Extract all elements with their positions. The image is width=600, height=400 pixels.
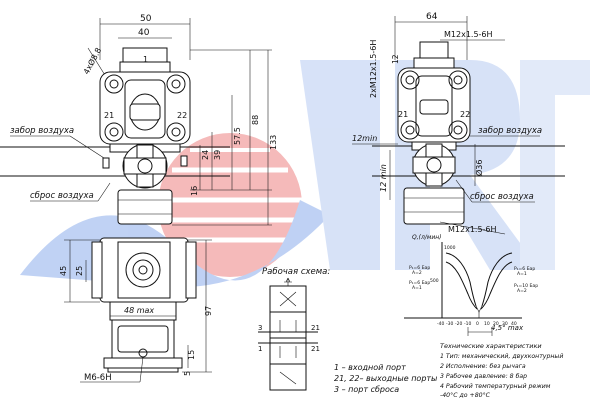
dim-24: 24 [201,150,210,160]
graph-left-label-4: A=1 [412,285,422,291]
front-port-21: 21 [104,111,114,120]
side-port-21: 21 [398,110,408,119]
graph-left-label-2: A=2 [412,270,422,276]
dim-50: 50 [140,14,152,24]
port-legend: 1 – входной порт 21, 22– выходные порты … [334,363,437,394]
schema-port-21b: 21 [311,345,320,353]
graph-curve-left-1 [445,252,477,307]
valve-bottom-fitting [117,189,173,225]
graph-x-tick: -40 [437,321,444,327]
graph-curve-right-1 [481,252,513,307]
dim-m6: M6-6H [84,373,112,383]
graph-x-tick: 0 [476,321,479,327]
graph-y-label: Q,(л/мин) [412,234,442,241]
side-port-22: 22 [460,110,470,119]
spec-item-4: 4 Рабочий температурный режим [440,382,551,390]
schema-port-3: 3 [258,324,262,332]
side-intake-label: забор воздуха [478,126,542,136]
dim-d36: Ø36 [474,160,484,176]
schema-title: Рабочая схема: [262,267,330,277]
dim-39: 39 [213,150,222,160]
spec-item-2: 2 Исполнение: без рычага [440,362,526,370]
front-view: 50 40 4xØ8.8 21 22 1 [0,14,278,226]
graph-right-label-2: A=1 [517,271,527,277]
side-exhaust-label: сброс воздуха [470,192,534,202]
graph-curve-left-2 [445,261,478,310]
dim-88: 88 [251,115,260,125]
dim-57-5: 57.5 [233,127,242,145]
dim-thread-bottom: M12x1.5-6H [448,225,497,234]
front-port-1: 1 [143,55,148,64]
graph-x-tick: 10 [484,321,490,327]
dim-holes: 4xØ8.8 [81,46,103,76]
side-view: 64 M12x1.5-6H 2xM12x1.5-6H 12 21 22 12mi… [352,12,565,235]
dim-thread-top: M12x1.5-6H [444,30,493,39]
dim-45: 45 [59,266,68,276]
dim-12-top: 12 [391,54,400,64]
legend-item-3: 3 – порт сброса [334,385,399,394]
front-intake-label: забор воздуха [10,126,74,136]
graph-curve-right-2 [480,261,513,310]
graph-y-tick-1000: 1000 [444,245,456,251]
dim-5: 5 [183,371,192,376]
graph-x-tick: 40 [511,321,517,327]
dim-thread-vert: 2xM12x1.5-6H [369,40,378,98]
dim-16: 16 [190,186,199,196]
dim-48max: 48 max [124,306,154,315]
graph-x-tick: -30 [446,321,453,327]
dim-133: 133 [269,135,278,150]
graph-angle-note: 4,5° max [491,324,524,332]
dim-15: 15 [187,350,196,360]
working-schema: Рабочая схема: 3 1 21 21 [258,267,330,391]
dim-64: 64 [426,12,438,22]
legend-item-1: 1 – входной порт [334,363,406,372]
graph-y-tick-500: 500 [430,278,439,284]
schema-port-21a: 21 [311,324,320,332]
schema-port-1: 1 [258,345,262,353]
graph-right-label-4: A=2 [517,288,527,294]
dim-25: 25 [75,266,84,276]
dim-40: 40 [138,28,150,38]
tech-specs: Технические характеристики 1 Тип: механи… [440,342,563,399]
flow-graph: Q,(л/мин) 1000 500 P₁=6 Бар A=2 P₁=6 Бар… [404,234,538,336]
dim-97: 97 [204,306,213,316]
graph-left-label-1: P₁=6 Бар [409,265,430,271]
graph-left-label-3: P₁=6 Бар [409,280,430,286]
side-top-cap [419,41,449,59]
graph-x-tick: 20 [493,321,499,327]
spec-item-1: 1 Тип: механический, двухконтурный [440,353,563,360]
graph-right-label-3: P₁=10 Бар [514,283,538,289]
specs-title: Технические характеристики [440,342,542,350]
dim-12-min-vert: 12 min [379,164,388,192]
legend-item-2: 21, 22– выходные порты [334,374,437,383]
spec-item-3: 3 Рабочее давление: 8 бар [440,372,527,380]
bottom-view: 45 25 97 48 max 15 5 M6-6H [59,237,213,383]
spec-item-5: -40°С до +80°С [440,391,491,399]
front-port-22: 22 [177,111,187,120]
front-exhaust-label: сброс воздуха [30,191,94,201]
graph-x-tick: -10 [464,321,471,327]
dim-12min: 12min [352,134,377,143]
side-bottom-fitting [403,187,465,225]
graph-x-tick: 30 [502,321,508,327]
graph-x-tick: -20 [455,321,462,327]
graph-right-label-1: P₁=6 Бар [514,266,535,272]
